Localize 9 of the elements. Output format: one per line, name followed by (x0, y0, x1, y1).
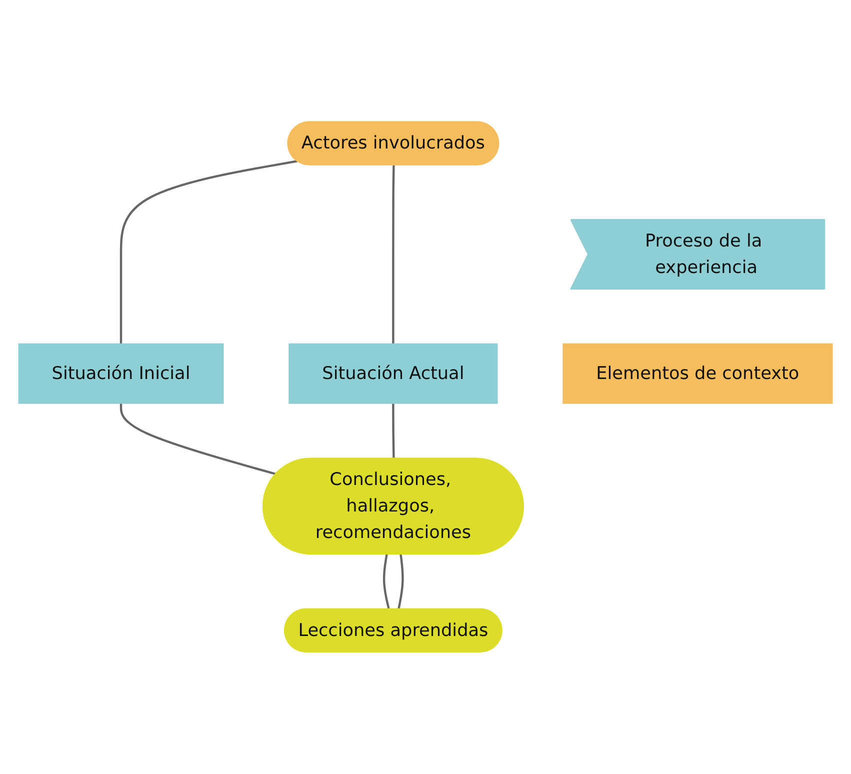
node-box: Situación Inicial (18, 344, 224, 404)
connector (120, 404, 277, 476)
connector (397, 554, 404, 610)
connector (382, 554, 390, 610)
node-box: Situación Actual (288, 344, 498, 404)
connector (392, 165, 395, 344)
connector (120, 160, 298, 344)
connector (392, 404, 395, 460)
node-box: Elementos de contexto (562, 344, 833, 404)
